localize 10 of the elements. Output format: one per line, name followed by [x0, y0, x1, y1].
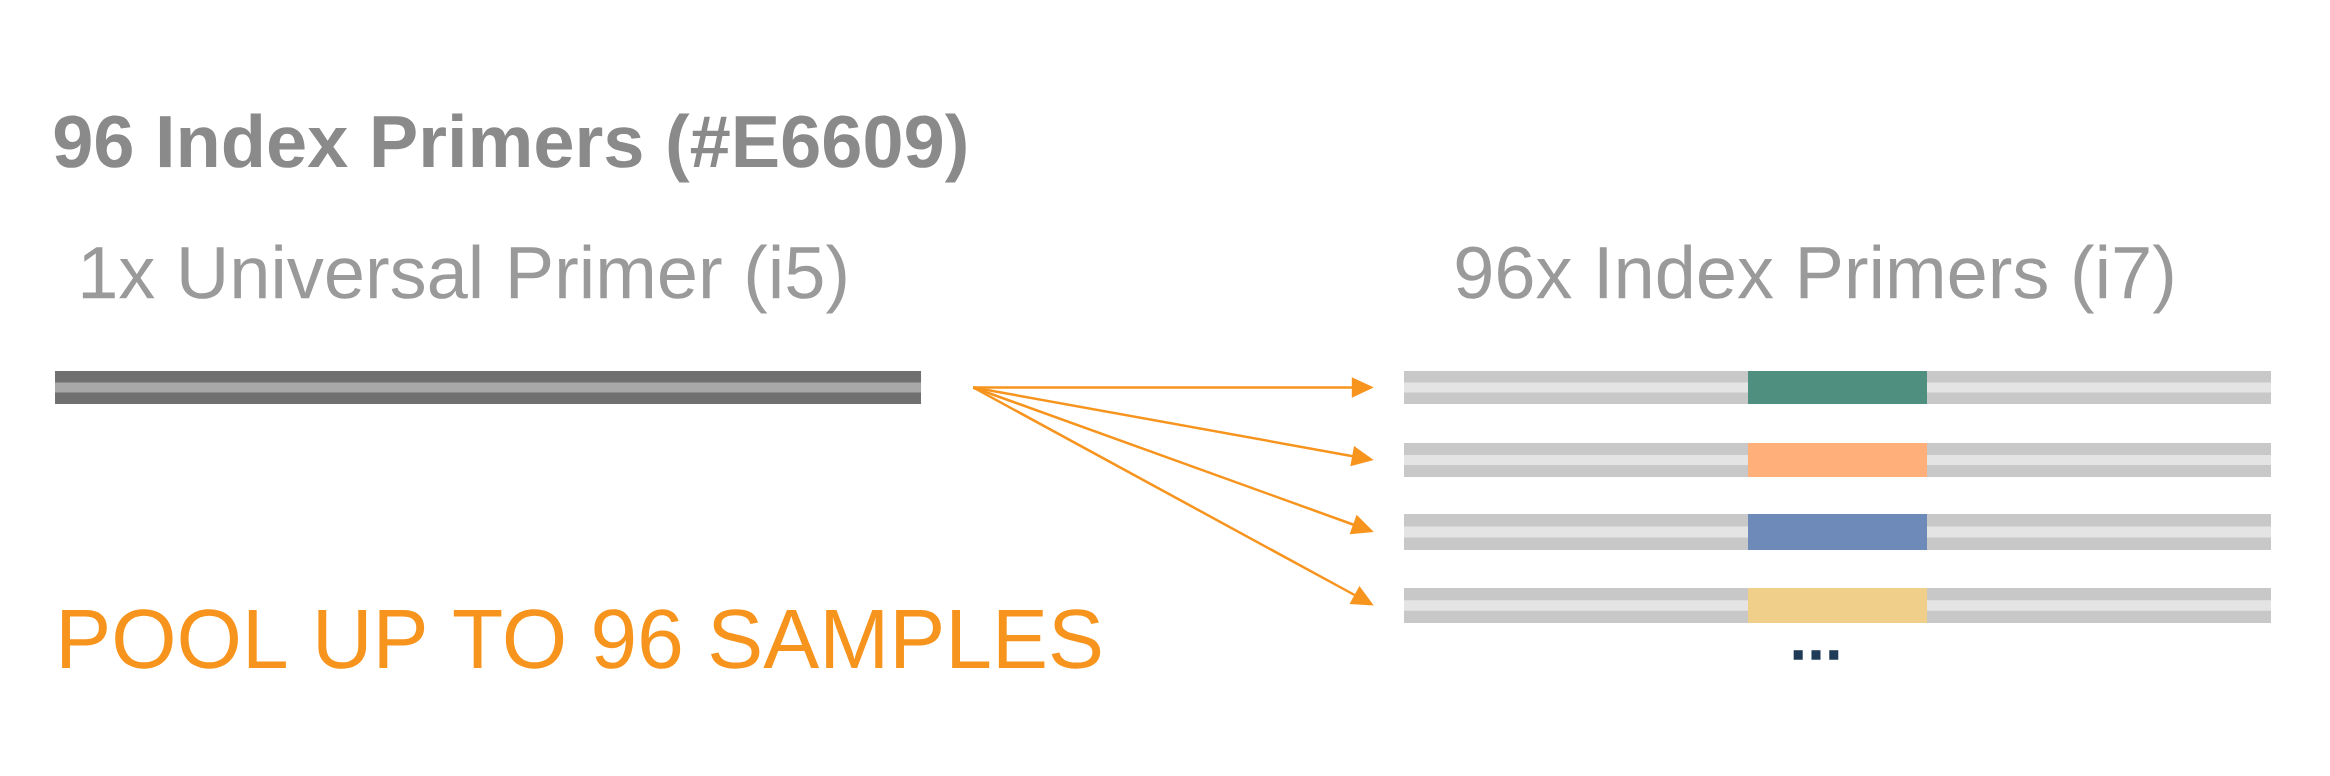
primer-bar [1404, 371, 2271, 404]
primer-label: 1x Universal Primer (i5) [82, 244, 846, 314]
primer-bar [1404, 443, 2271, 477]
ellipsis: ... [1793, 650, 1839, 660]
primer-bar [1404, 514, 2271, 550]
pool-note: POOL UP TO 96 SAMPLES [62, 609, 1101, 669]
primer-bar [1404, 588, 2271, 623]
primer-label: 96x Index Primers (i7) [1456, 244, 2173, 314]
primer-bar [55, 371, 921, 404]
title: 96 Index Primers (#E6609) [54, 113, 966, 183]
